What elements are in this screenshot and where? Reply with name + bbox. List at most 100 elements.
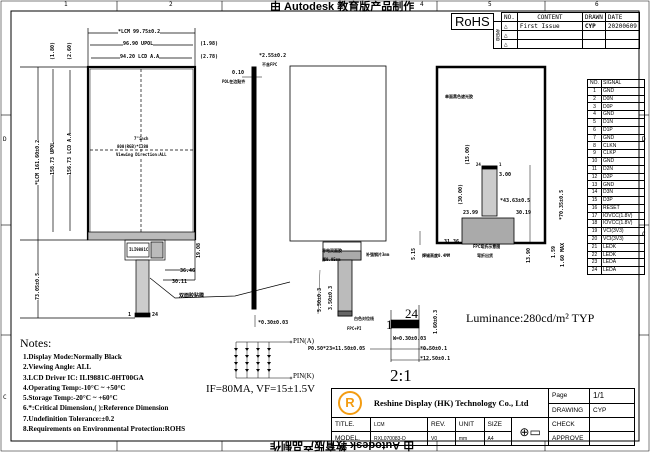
rev-row-3-content — [516, 39, 583, 49]
banner-top: 由 Autodesk 教育版产品制作 — [270, 1, 415, 13]
model-label: MODEL. — [331, 431, 371, 446]
pin-signal: GND — [601, 110, 645, 119]
rev-row-2-content — [516, 30, 583, 40]
pin-signal: IOVCC(1.8V) — [601, 219, 645, 229]
pin-number: 20 — [587, 234, 602, 244]
panel-center-3: Viewing Direction:ALL — [116, 152, 167, 157]
back-dim-1: 1.59 — [551, 245, 557, 258]
grid-col-2: 2 — [169, 1, 173, 8]
dim-19: 19.08 — [196, 242, 202, 258]
pin-signal: GND — [601, 156, 645, 166]
page-label: Page — [548, 388, 590, 404]
back-dim-5: 5.15 — [411, 247, 417, 260]
title-label: TITLE. — [331, 417, 371, 432]
dim-36: 36.46 — [180, 268, 196, 274]
fpc-pin1: 1 — [128, 312, 132, 318]
grid-col-4: 4 — [420, 1, 424, 8]
fpc-dim-a: 5.50±0.3 — [317, 287, 323, 312]
pin-signal: LEDA — [601, 258, 645, 268]
ic-label: ILI9881C — [129, 247, 149, 252]
rev-header-date: DATE — [604, 12, 640, 22]
pin-header-no: NO. — [587, 79, 602, 88]
pin-number: 17 — [587, 211, 602, 221]
fpc-pi: FPC+PI — [347, 326, 362, 331]
led-diodes — [234, 348, 271, 372]
back-dim-70: *70.35±0.5 — [559, 189, 565, 220]
side-glass-note: POL在边贴齐 — [222, 79, 246, 84]
dim-upol-height: 158.73 UPOL — [50, 141, 56, 175]
back-dim-23: 23.99 — [463, 210, 479, 216]
panel-center-1: 7"inch — [134, 136, 149, 141]
pin-header-signal: SIGNAL — [601, 79, 645, 88]
drawing-label: DRAWING — [548, 402, 590, 418]
back-label: 单面黑色遮光胶 — [445, 94, 473, 99]
pin-signal: LEDK — [601, 242, 645, 252]
approve-value — [589, 431, 635, 446]
dim-fpc-length: 73.05±0.5 — [35, 272, 41, 300]
size-label: SIZE — [483, 417, 513, 432]
note-1: 1.Display Mode:Normally Black — [23, 353, 122, 361]
fpc-dim-b: 3.50±0.3 — [328, 285, 334, 310]
rev-row-3-no: △ — [501, 39, 518, 49]
scale-label: 2:1 — [390, 366, 412, 385]
side-thickness-note: 不含FPC — [262, 62, 278, 67]
note-4: 4.Operating Temp:-10°C ~ +50°C — [23, 383, 126, 392]
back-view — [419, 65, 547, 245]
pin-signal: VCI(3V3) — [601, 234, 645, 244]
rev-row-1-drawn: CYP — [581, 21, 606, 31]
fpc-tape: 导电双面胶 — [322, 248, 342, 253]
rev-row-2-date — [604, 30, 640, 40]
pin-signal: RESET — [601, 203, 645, 213]
pin-signal: D1P — [601, 125, 645, 135]
rev-header-spacer — [494, 13, 502, 22]
pin-detail-d1: *0.50±0.1 — [420, 346, 448, 352]
led-matrix — [235, 340, 293, 380]
panel-center-2: 800(RGB)*1280 — [117, 144, 149, 149]
pin-number: 16 — [587, 203, 602, 213]
pin-number: 23 — [587, 258, 602, 268]
back-pin24: 24 — [476, 162, 481, 167]
pin-number: 7 — [587, 133, 602, 143]
pin-detail-d2: *12.50±0.1 — [420, 356, 451, 362]
pin-detail-1: 1 — [386, 317, 393, 332]
title-value: LCM — [370, 417, 428, 432]
led-spec: IF=80MA, VF=15±1.5V — [206, 383, 316, 395]
pin-number: 15 — [587, 195, 602, 205]
pin-detail — [370, 305, 430, 362]
notes-title: Notes: — [20, 336, 52, 350]
back-dim-13: 13.90 — [526, 247, 532, 263]
note-7: 7.Undefinition Tolerance:±0.2 — [23, 414, 115, 423]
dim-right-gap1: (1.98) — [200, 41, 219, 47]
note-6: 6.*:Critical Dimension,( ):Reference Dim… — [23, 404, 169, 413]
check-label: CHECK — [548, 417, 590, 432]
pin-number: 19 — [587, 227, 602, 236]
note-2: 2.Viewing Angle: ALL — [23, 363, 92, 372]
model-value: RXL070083-D — [370, 431, 428, 446]
back-dim-31: 31.36 — [444, 239, 460, 245]
pin-detail-h: 1.60±0.3 — [433, 309, 439, 334]
rev-row-3-date — [604, 39, 640, 49]
title-block: R Reshine Display (HK) Technology Co., L… — [331, 388, 635, 446]
pin-number: 5 — [587, 117, 602, 127]
rev-row-1-no: △ — [501, 21, 518, 31]
pin-signal: LEDK — [601, 250, 645, 260]
pin-signal: CLKP — [601, 149, 645, 158]
rev-row-1-content: First Issue — [516, 21, 583, 31]
back-dim-max: 1.60 MAX — [560, 242, 566, 267]
pin-number: 12 — [587, 172, 602, 182]
